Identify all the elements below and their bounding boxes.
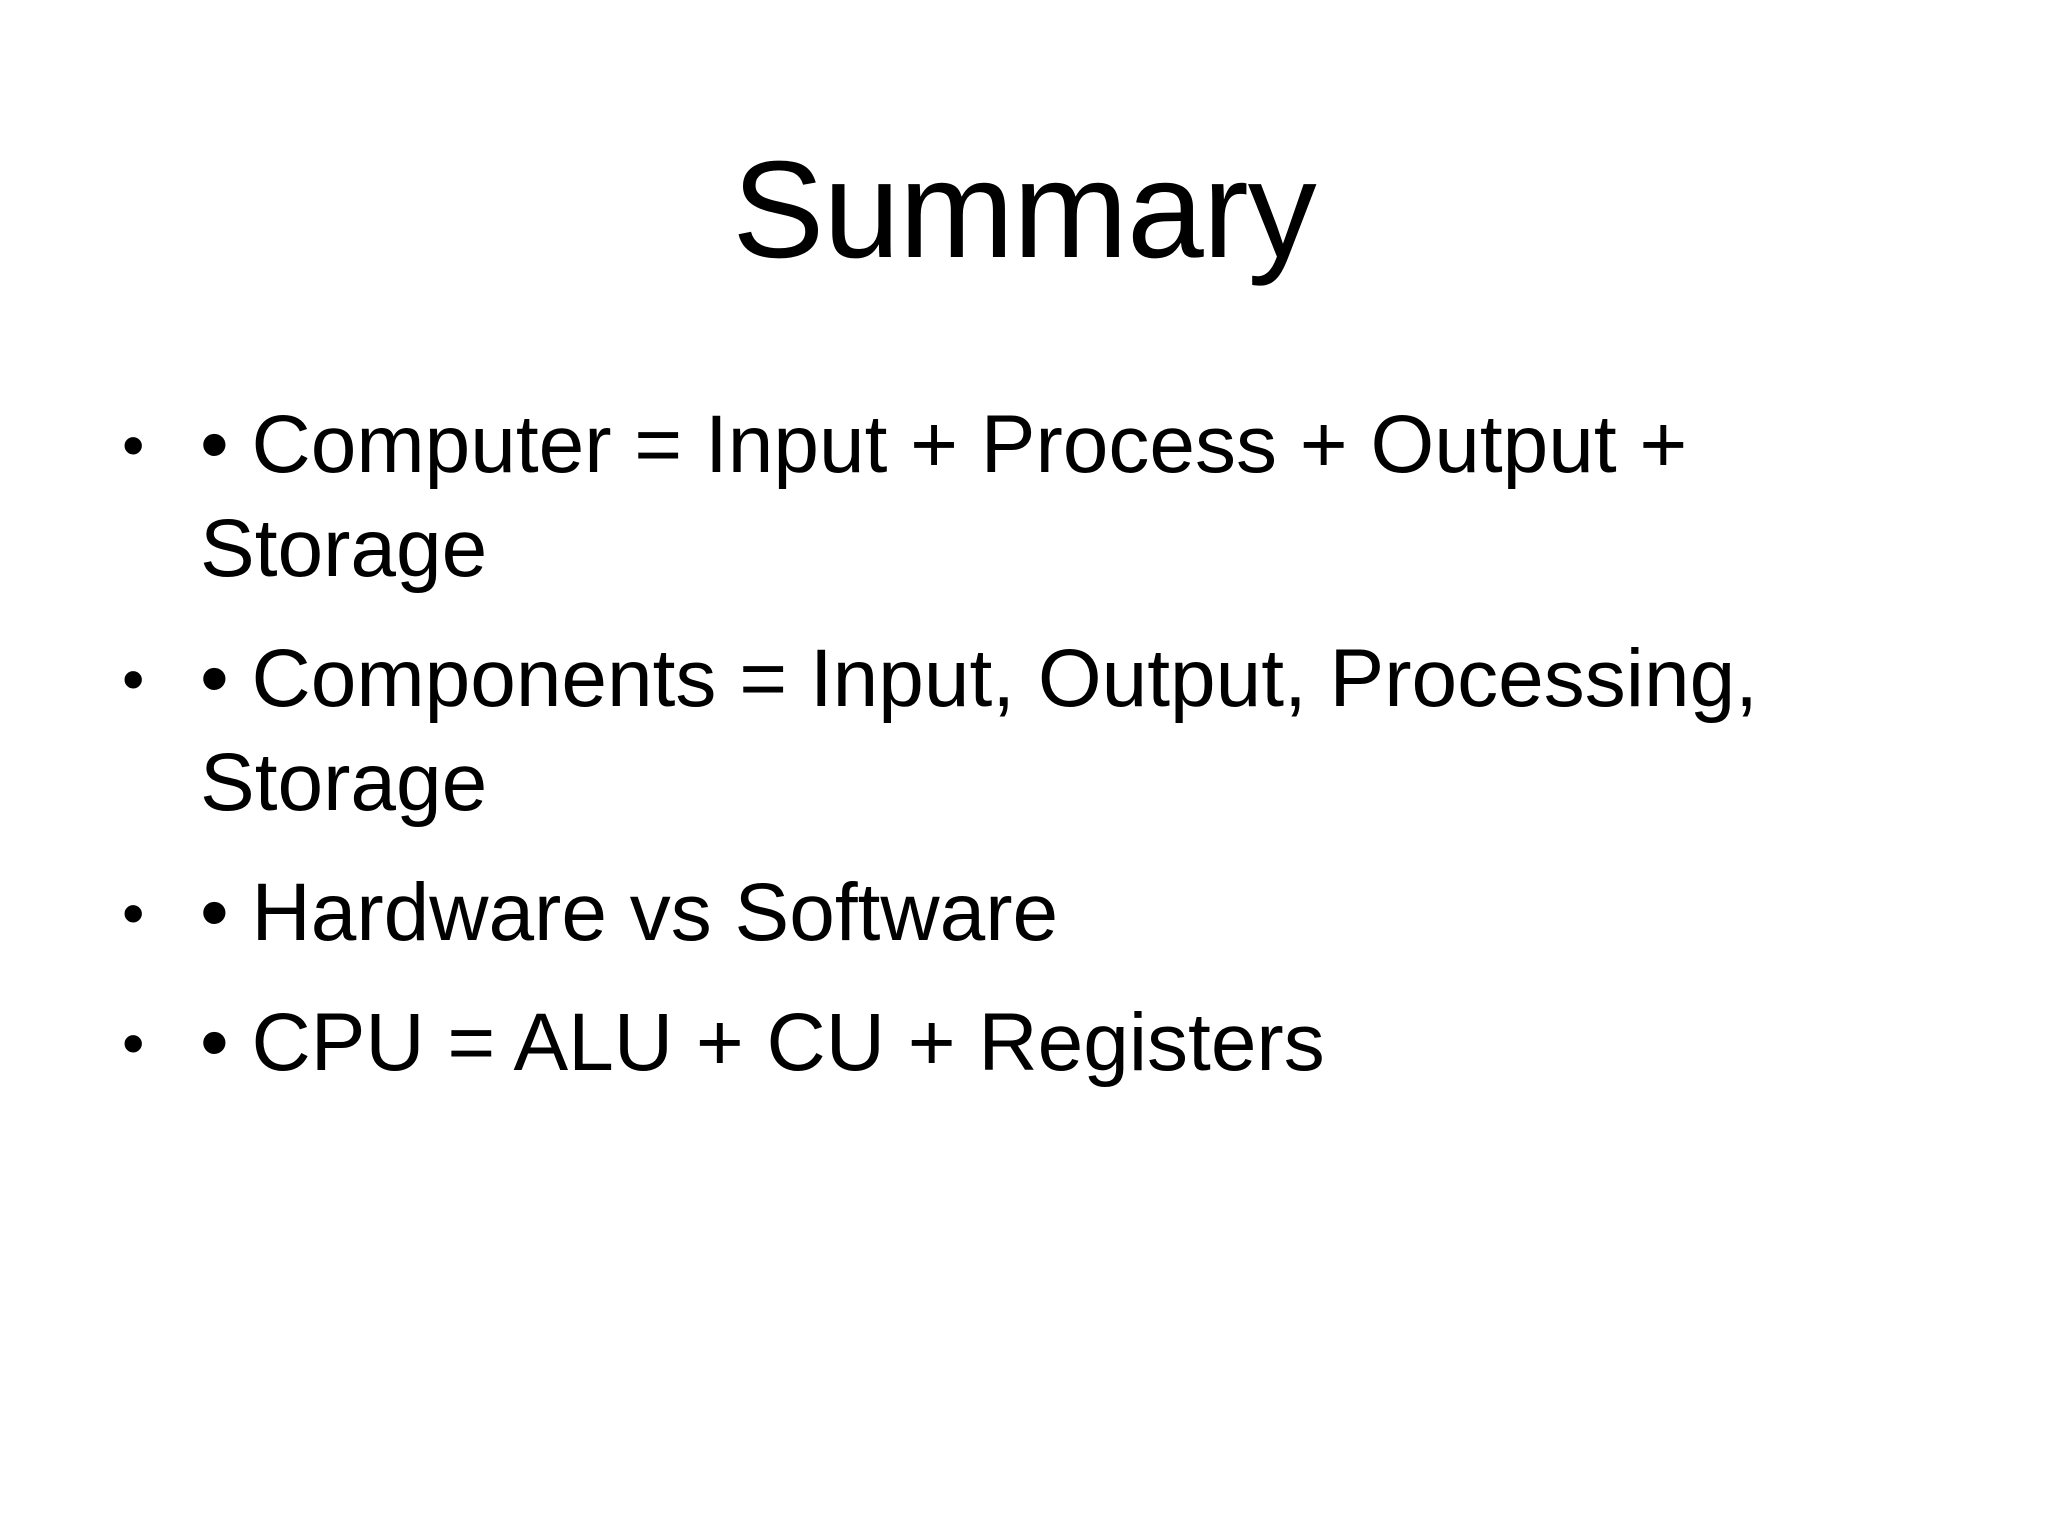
bullet-text: • Computer = Input + Process + Output + … xyxy=(200,398,1688,594)
bullet-text: • CPU = ALU + CU + Registers xyxy=(200,996,1325,1088)
bullet-item: • • Components = Input, Output, Processi… xyxy=(122,627,1988,835)
bullet-item: • • Computer = Input + Process + Output … xyxy=(122,393,1988,601)
bullet-list: • • Computer = Input + Process + Output … xyxy=(0,393,2048,1095)
bullet-marker-icon: • xyxy=(122,1006,145,1079)
bullet-marker-icon: • xyxy=(122,642,145,715)
bullet-text: • Components = Input, Output, Processing… xyxy=(200,632,1758,828)
bullet-marker-icon: • xyxy=(122,408,145,481)
bullet-marker-icon: • xyxy=(122,876,145,949)
slide-title: Summary xyxy=(732,133,1316,287)
bullet-item: • • Hardware vs Software xyxy=(122,861,1988,965)
bullet-text: • Hardware vs Software xyxy=(200,866,1059,958)
bullet-item: • • CPU = ALU + CU + Registers xyxy=(122,991,1988,1095)
